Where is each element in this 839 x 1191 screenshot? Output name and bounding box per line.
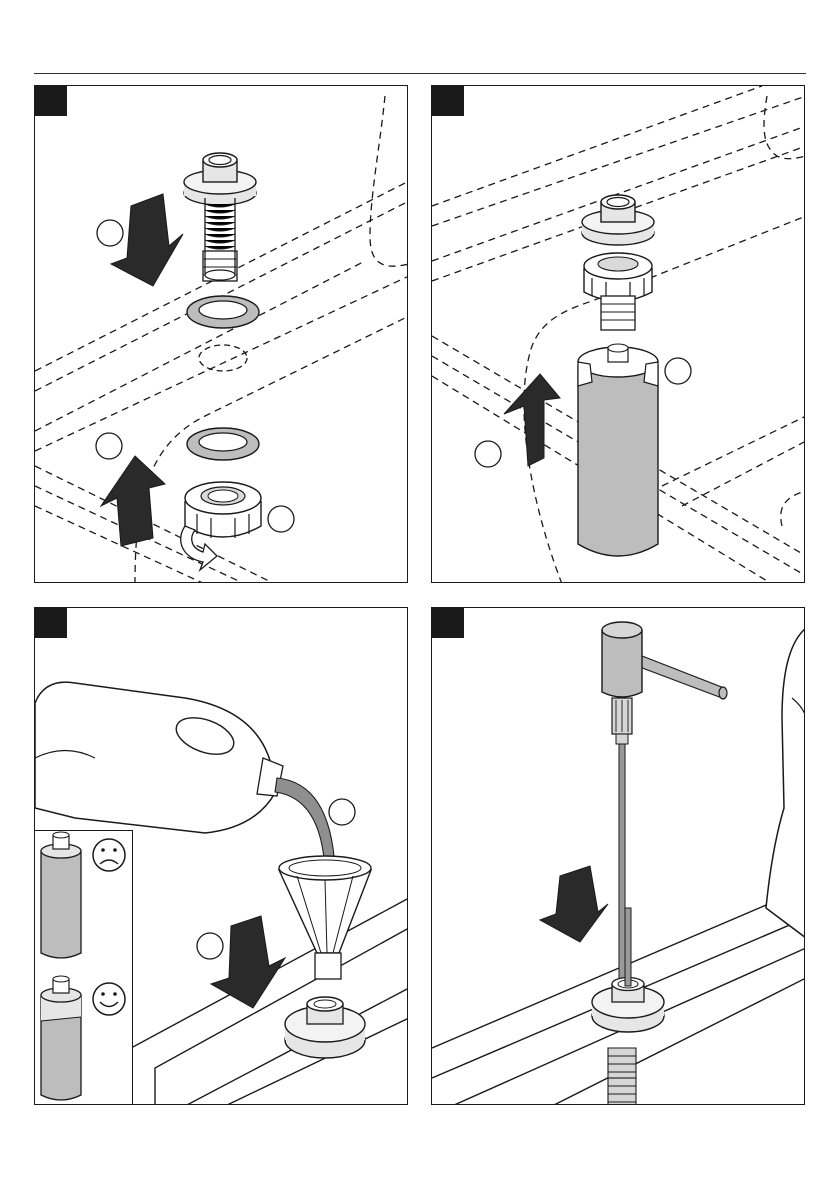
fill-level-comparison <box>35 831 133 1105</box>
happy-face-icon <box>93 983 125 1015</box>
up-arrow-icon <box>101 456 165 546</box>
step-2-illustration <box>432 86 805 583</box>
step-number-badge <box>432 608 464 638</box>
step-2-panel <box>431 85 805 583</box>
sad-face-icon <box>93 839 125 871</box>
partly-filled-bottle-icon <box>41 976 81 1100</box>
empty-bottle-icon <box>41 832 81 958</box>
callout-circle <box>96 433 122 459</box>
up-arrow-icon <box>504 374 560 466</box>
step-4-illustration <box>432 608 805 1105</box>
callout-circle <box>665 358 691 384</box>
step-number-badge <box>35 608 67 638</box>
down-arrow-icon <box>540 866 608 942</box>
callout-circle <box>97 220 123 246</box>
step-number-badge <box>432 86 464 116</box>
step-1-panel <box>34 85 408 583</box>
callout-circle <box>197 933 223 959</box>
soap-pump-head-icon <box>602 622 727 980</box>
lock-nut-icon <box>185 482 261 538</box>
dispenser-shank-icon <box>184 153 256 281</box>
callout-circle <box>268 506 294 532</box>
step-4-panel <box>431 607 805 1105</box>
callout-circle <box>329 799 355 825</box>
gasket-icon <box>187 428 259 460</box>
down-arrow-icon <box>111 194 183 286</box>
step-1-illustration <box>35 86 408 583</box>
faucet-icon <box>766 628 805 938</box>
step-number-badge <box>35 86 67 116</box>
soap-bottle-icon <box>578 344 658 556</box>
shank-collar-icon <box>285 997 365 1058</box>
step-3-panel <box>34 607 408 1105</box>
header-rule <box>34 73 806 74</box>
gasket-icon <box>187 296 259 328</box>
callout-circle <box>475 441 501 467</box>
down-arrow-icon <box>211 916 285 1008</box>
lock-nut-icon <box>584 253 652 330</box>
fill-level-inset <box>35 830 133 1105</box>
shank-collar-icon <box>592 908 664 1105</box>
detergent-jug-icon <box>35 682 283 833</box>
